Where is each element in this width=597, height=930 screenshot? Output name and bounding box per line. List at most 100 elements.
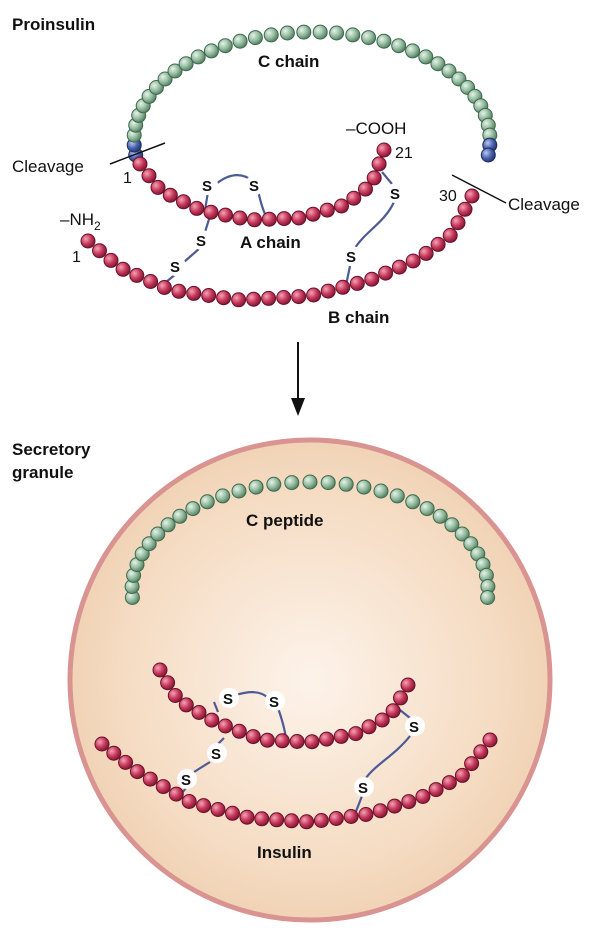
red-amino-acid-bead bbox=[450, 215, 466, 231]
red-amino-acid-bead bbox=[181, 794, 197, 809]
down-arrow-icon bbox=[291, 342, 305, 416]
sulfur-label: S bbox=[211, 746, 221, 763]
red-amino-acid-bead bbox=[160, 675, 176, 691]
red-amino-acid-bead bbox=[418, 245, 434, 261]
proinsulin-sulfur-labels: S S S S S S bbox=[166, 175, 406, 276]
red-amino-acid-bead bbox=[178, 697, 194, 713]
red-amino-acid-bead bbox=[441, 775, 457, 791]
red-amino-acid-bead bbox=[204, 712, 220, 728]
red-amino-acid-bead bbox=[217, 718, 233, 734]
b-chain-end-number: 30 bbox=[439, 188, 457, 205]
red-amino-acid-bead bbox=[276, 290, 292, 305]
red-amino-acid-bead bbox=[246, 291, 262, 307]
g-bond bbox=[399, 709, 411, 719]
green-amino-acid-bead bbox=[266, 476, 282, 492]
red-amino-acid-bead bbox=[378, 265, 394, 281]
red-amino-acid-bead bbox=[156, 280, 172, 295]
red-amino-acid-bead bbox=[141, 168, 157, 184]
red-amino-acid-bead bbox=[457, 201, 473, 217]
c-chain-beads bbox=[126, 24, 498, 163]
red-amino-acid-bead bbox=[304, 734, 320, 750]
red-amino-acid-bead bbox=[374, 712, 390, 728]
green-amino-acid-bead bbox=[141, 536, 157, 552]
green-amino-acid-bead bbox=[361, 30, 377, 46]
red-amino-acid-bead bbox=[232, 210, 248, 226]
red-amino-acid-bead bbox=[80, 233, 96, 249]
red-amino-acid-bead bbox=[103, 252, 119, 268]
green-amino-acid-bead bbox=[302, 474, 318, 490]
green-amino-acid-bead bbox=[320, 475, 336, 491]
red-amino-acid-bead bbox=[306, 287, 322, 303]
red-amino-acid-bead bbox=[216, 290, 232, 306]
sulfur-label: S bbox=[202, 178, 212, 195]
red-amino-acid-bead bbox=[132, 156, 148, 172]
red-amino-acid-bead bbox=[155, 779, 171, 795]
green-amino-acid-bead bbox=[373, 483, 389, 499]
red-amino-acid-bead bbox=[361, 719, 377, 735]
green-amino-acid-bead bbox=[203, 43, 219, 59]
green-amino-acid-bead bbox=[405, 43, 421, 59]
red-amino-acid-bead bbox=[349, 275, 365, 291]
sulfur-label: S bbox=[196, 233, 206, 250]
c-peptide-beads bbox=[124, 474, 496, 605]
red-amino-acid-bead bbox=[313, 813, 329, 828]
red-amino-acid-bead bbox=[225, 805, 240, 821]
sulfur-label: S bbox=[390, 186, 400, 203]
sulfur-label: S bbox=[358, 780, 368, 797]
green-amino-acid-bead bbox=[172, 508, 188, 524]
green-amino-acid-bead bbox=[418, 49, 434, 65]
g-bond bbox=[193, 761, 211, 773]
insulin-sulfur-labels: S S S S S S bbox=[177, 688, 425, 797]
red-amino-acid-bead bbox=[391, 259, 407, 275]
red-amino-acid-bead bbox=[387, 798, 403, 814]
red-amino-acid-bead bbox=[162, 187, 178, 203]
green-amino-acid-bead bbox=[190, 49, 206, 65]
green-amino-acid-bead bbox=[345, 27, 361, 43]
red-amino-acid-bead bbox=[376, 142, 392, 158]
red-amino-acid-bead bbox=[231, 723, 247, 739]
red-amino-acid-bead bbox=[454, 767, 470, 783]
red-amino-acid-bead bbox=[473, 744, 489, 760]
insulin-b-chain-beads bbox=[94, 732, 498, 830]
red-amino-acid-bead bbox=[167, 688, 183, 703]
red-amino-acid-bead bbox=[259, 732, 275, 748]
red-amino-acid-bead bbox=[284, 813, 300, 829]
red-amino-acid-bead bbox=[261, 211, 277, 227]
green-amino-acid-bead bbox=[150, 526, 166, 542]
granule-title-line1: Secretory bbox=[12, 440, 91, 459]
green-amino-acid-bead bbox=[430, 56, 446, 72]
g-bond bbox=[212, 701, 220, 713]
red-amino-acid-bead bbox=[299, 814, 315, 830]
red-amino-acid-bead bbox=[400, 677, 416, 693]
sulfur-label: S bbox=[409, 719, 419, 736]
sulfur-label: S bbox=[170, 259, 180, 276]
green-amino-acid-bead bbox=[432, 508, 448, 524]
red-amino-acid-bead bbox=[261, 290, 277, 306]
red-amino-acid-bead bbox=[191, 705, 207, 720]
red-amino-acid-bead bbox=[430, 236, 446, 252]
red-amino-acid-bead bbox=[366, 170, 382, 186]
red-amino-acid-bead bbox=[320, 283, 336, 299]
red-amino-acid-bead bbox=[319, 731, 335, 747]
red-amino-acid-bead bbox=[254, 811, 270, 827]
red-amino-acid-bead bbox=[176, 194, 191, 210]
red-amino-acid-bead bbox=[334, 198, 349, 214]
cleavage-label-left: Cleavage bbox=[12, 157, 84, 176]
green-amino-acid-bead bbox=[160, 517, 176, 533]
red-amino-acid-bead bbox=[291, 289, 307, 305]
red-amino-acid-bead bbox=[358, 807, 374, 822]
sulfur-label: S bbox=[249, 178, 259, 195]
green-amino-acid-bead bbox=[338, 476, 354, 492]
red-amino-acid-bead bbox=[358, 181, 373, 197]
red-amino-acid-bead bbox=[201, 288, 217, 303]
a-chain-label: A chain bbox=[240, 233, 301, 252]
red-amino-acid-bead bbox=[343, 809, 359, 824]
b-chain-label: B chain bbox=[328, 308, 389, 327]
b-chain-start-number: 1 bbox=[72, 249, 81, 266]
red-amino-acid-bead bbox=[371, 156, 387, 172]
green-amino-acid-bead bbox=[405, 494, 421, 510]
a-chain-start-number: 1 bbox=[123, 170, 132, 187]
sulfur-label: S bbox=[223, 691, 233, 708]
green-amino-acid-bead bbox=[185, 501, 201, 517]
c-peptide-label: C peptide bbox=[246, 511, 323, 530]
